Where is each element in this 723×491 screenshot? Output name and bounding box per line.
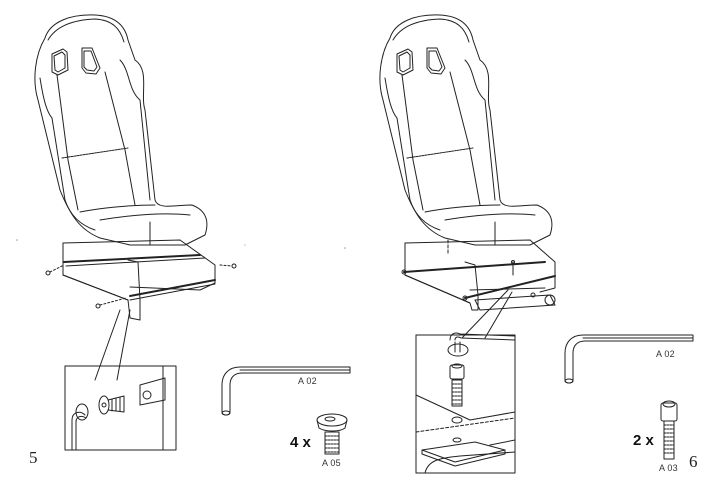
step5-screw-quantity: 4 x	[290, 434, 311, 451]
step5-detail-callout	[64, 365, 177, 451]
step5-number: 5	[29, 448, 38, 467]
step5-seat-illustration	[34, 14, 208, 246]
scan-specks	[16, 239, 346, 249]
step5-allen-key-part	[221, 366, 351, 416]
step6-allen-key-code: A 02	[656, 349, 675, 359]
step6-base-frame	[401, 239, 556, 339]
step5-screw-code: A 05	[322, 458, 341, 468]
step6-screw-quantity: 2 x	[633, 432, 654, 449]
step6-seat-illustration	[379, 14, 553, 246]
step5-allen-key-code: A 02	[298, 376, 317, 386]
step6-screw-code: A 03	[659, 463, 678, 473]
step6-allen-key-part	[564, 334, 694, 384]
step6-cap-screw-part	[660, 400, 678, 460]
step6-detail-callout	[415, 332, 516, 474]
step5-flat-screw-part	[316, 413, 348, 455]
step5-base-frame	[45, 239, 237, 381]
step6-number: 6	[689, 452, 698, 471]
